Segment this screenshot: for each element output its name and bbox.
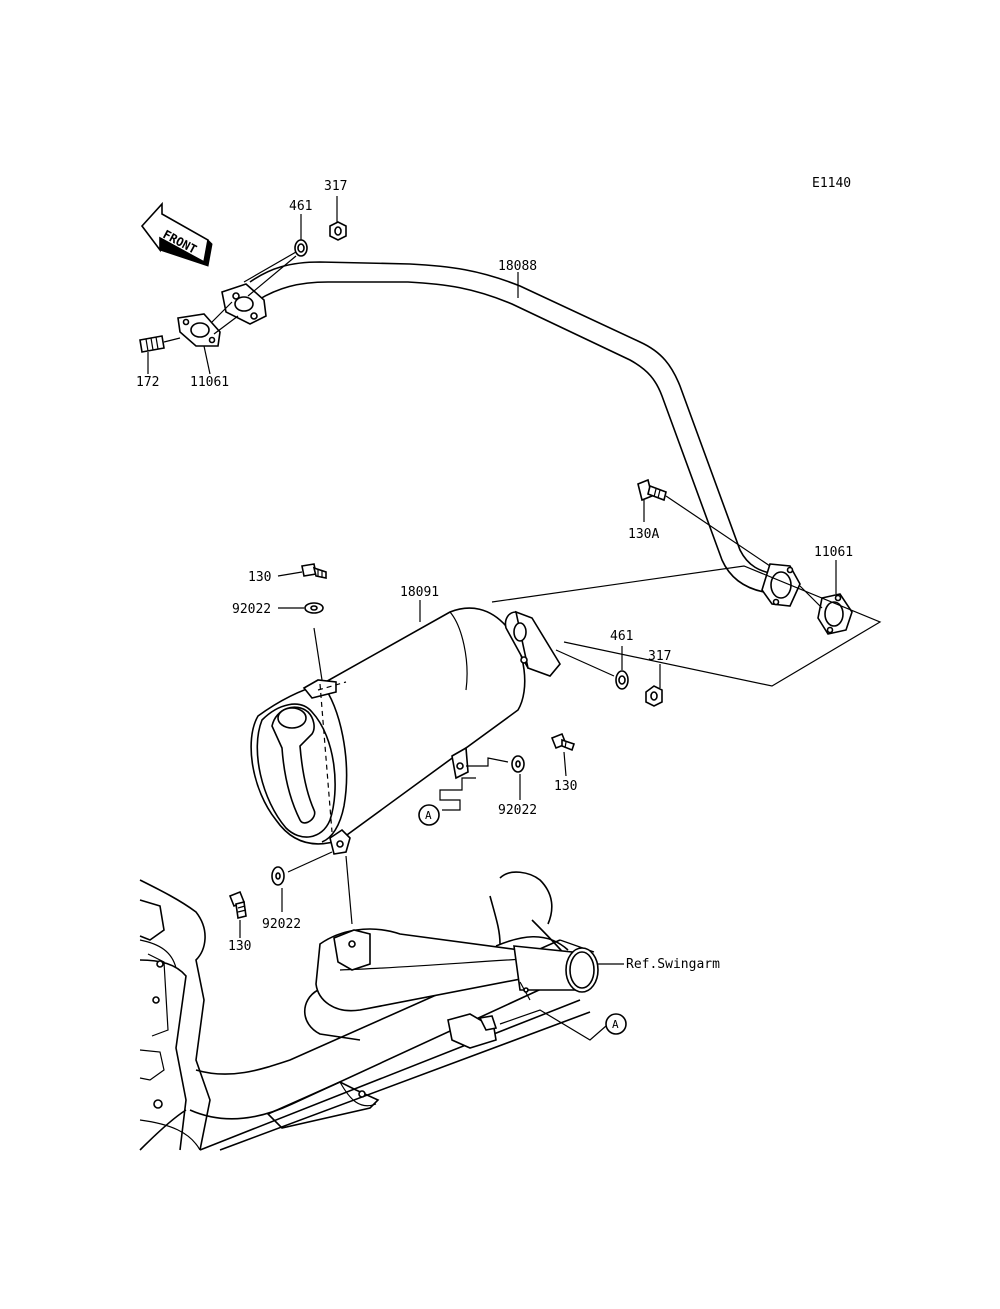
bolt-130A	[637, 478, 667, 502]
gasket-nut-461-top	[294, 239, 308, 257]
label-18091: 18091	[400, 585, 439, 600]
callout-a-muffler: A	[418, 804, 440, 826]
frame-swingarm	[139, 871, 599, 1151]
label-92022-top: 92022	[232, 602, 271, 617]
washer-92022-bottom	[271, 866, 285, 886]
svg-text:A: A	[425, 809, 432, 822]
gasket-11061-left	[177, 313, 221, 347]
bolt-130-bottom	[228, 890, 247, 919]
stud-172	[139, 335, 165, 353]
label-130-bottom: 130	[228, 939, 251, 954]
label-317-mid: 317	[648, 649, 671, 664]
bolt-130-right	[550, 732, 576, 752]
washer-92022-top	[304, 602, 324, 614]
label-461-mid: 461	[610, 629, 633, 644]
label-11061-right: 11061	[814, 545, 853, 560]
label-92022-bottom: 92022	[262, 917, 301, 932]
label-18088: 18088	[498, 259, 537, 274]
nut-317-mid	[645, 685, 663, 707]
label-130A: 130A	[628, 527, 659, 542]
gasket-11061-right	[817, 593, 853, 635]
diagram-code: E1140	[812, 176, 851, 191]
label-92022-right: 92022	[498, 803, 537, 818]
exhaust-pipe-18088	[221, 261, 801, 607]
ref-swingarm: Ref.Swingarm	[626, 957, 720, 972]
label-130-right: 130	[554, 779, 577, 794]
label-461-top: 461	[289, 199, 312, 214]
nut-317-top	[329, 221, 347, 241]
svg-text:A: A	[612, 1018, 619, 1031]
label-130-top: 130	[248, 570, 271, 585]
label-317-top: 317	[324, 179, 347, 194]
muffler-18091	[250, 607, 561, 855]
callout-a-frame: A	[605, 1013, 627, 1035]
washer-92022-right	[511, 755, 525, 773]
gasket-nut-461-mid	[615, 670, 629, 690]
label-172: 172	[136, 375, 159, 390]
label-11061-left: 11061	[190, 375, 229, 390]
front-arrow-icon: FRONT	[140, 201, 213, 267]
bolt-130-top	[301, 563, 327, 579]
